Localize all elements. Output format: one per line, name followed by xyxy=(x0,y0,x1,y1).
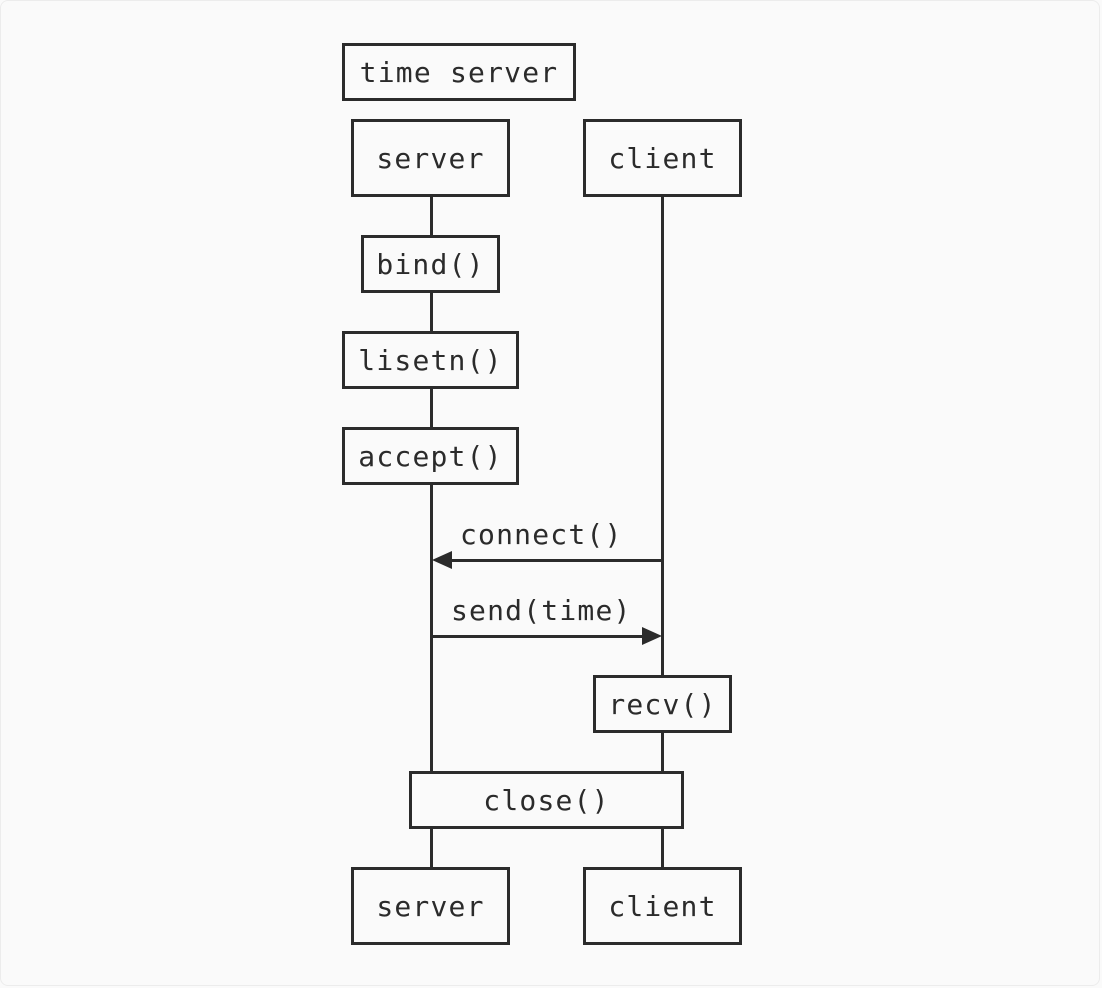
participant-server-bottom: server xyxy=(351,867,510,945)
message-send-label: send(time) xyxy=(451,594,632,627)
message-connect-line xyxy=(445,559,664,562)
step-recv: recv() xyxy=(593,675,732,733)
message-connect-label: connect() xyxy=(460,518,623,551)
step-close: close() xyxy=(409,771,684,829)
participant-client-top: client xyxy=(583,119,742,197)
diagram-title: time server xyxy=(342,43,576,101)
step-accept: accept() xyxy=(342,427,519,485)
step-bind: bind() xyxy=(361,235,500,293)
message-connect-arrowhead xyxy=(432,551,452,569)
message-send-line xyxy=(430,635,648,638)
server-lifeline xyxy=(430,195,433,870)
message-send-arrowhead xyxy=(642,627,662,645)
client-lifeline xyxy=(661,195,664,870)
participant-client-bottom: client xyxy=(583,867,742,945)
participant-server-top: server xyxy=(351,119,510,197)
step-listen: lisetn() xyxy=(342,331,519,389)
